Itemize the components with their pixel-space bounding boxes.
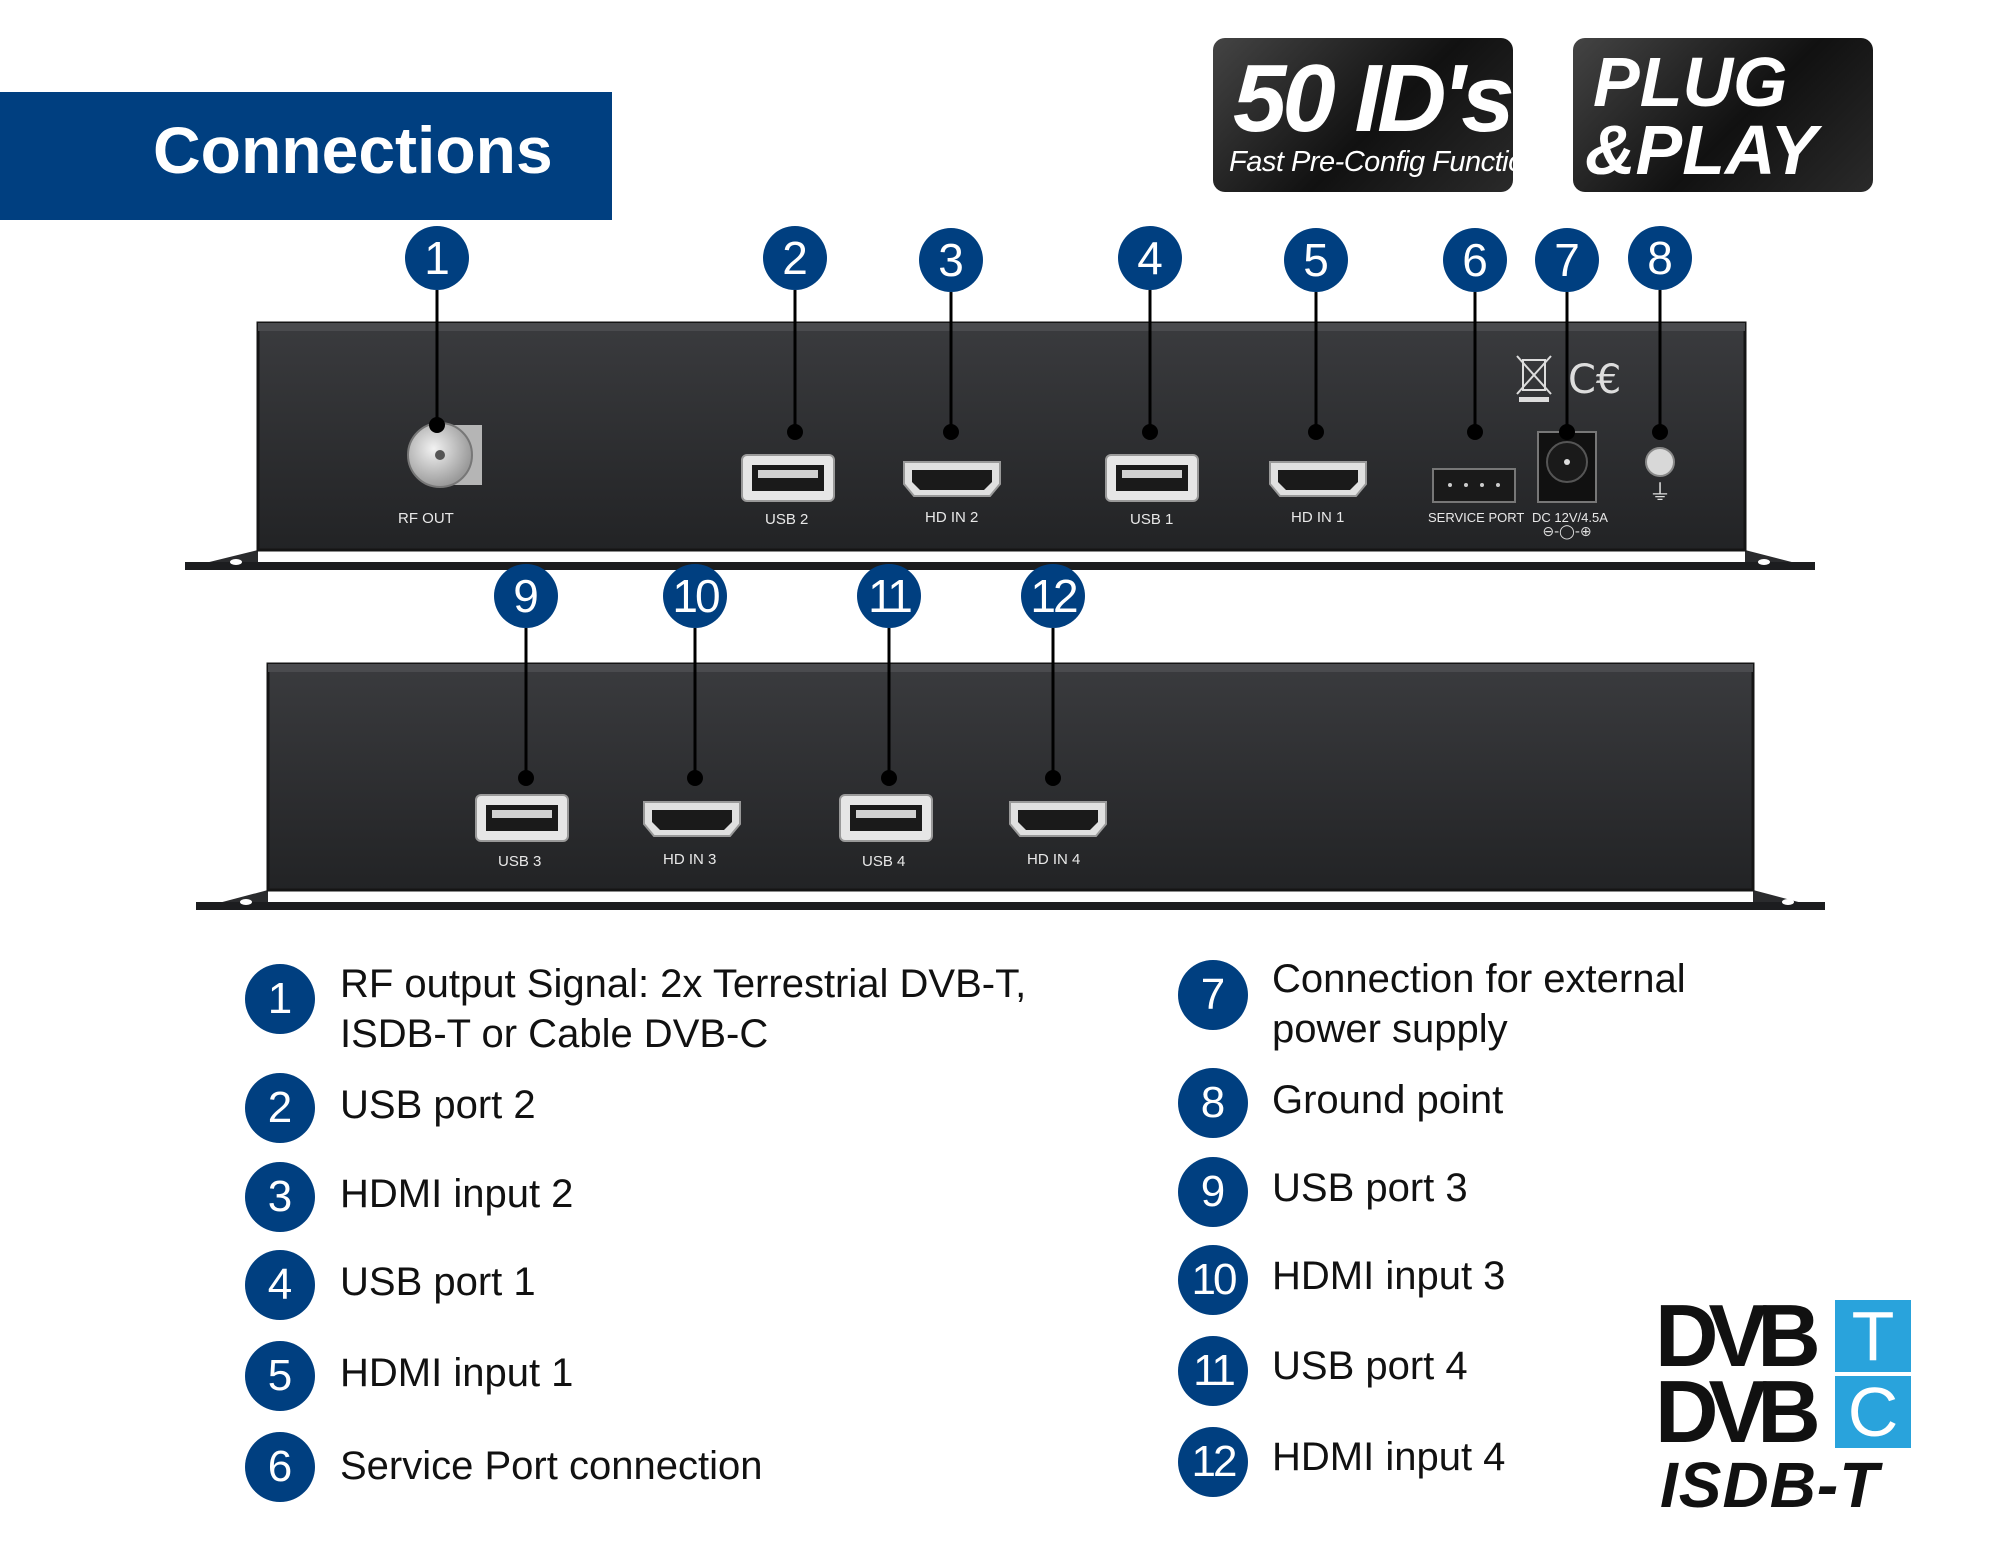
legend-text-7a: Connection for external bbox=[1272, 957, 1686, 1001]
legend-text-2: USB port 2 bbox=[340, 1083, 536, 1127]
ground-point: ⏚ bbox=[1645, 447, 1675, 506]
usb4-label: USB 4 bbox=[862, 853, 906, 870]
callout-10: 10 bbox=[663, 564, 727, 628]
plug-and-play-badge: PLUG &PLAY bbox=[1573, 38, 1873, 192]
plug-badge-line1: PLUG bbox=[1593, 43, 1788, 121]
hdmi-in2-port bbox=[903, 461, 1001, 497]
legend-num-3: 3 bbox=[245, 1162, 315, 1232]
usb1-port bbox=[1105, 454, 1199, 502]
svg-text:C€: C€ bbox=[1568, 357, 1621, 403]
device-diagram: ⊖-◯-⊕ ⏚ C€ bbox=[185, 290, 1825, 910]
legend-num-4: 4 bbox=[245, 1250, 315, 1320]
dvb-t-letter: T bbox=[1835, 1300, 1911, 1372]
usb2-label: USB 2 bbox=[765, 511, 809, 528]
svg-text:⏚: ⏚ bbox=[1649, 481, 1671, 506]
legend-num-7: 7 bbox=[1178, 960, 1248, 1030]
service-port-connector bbox=[1432, 468, 1516, 503]
isdb-t-logo: ISDB-T bbox=[1660, 1449, 1880, 1521]
legend-text-12: HDMI input 4 bbox=[1272, 1435, 1506, 1479]
ids-badge-sub: Fast Pre-Config Function bbox=[1229, 146, 1540, 178]
device-rear-bottom bbox=[196, 662, 1825, 910]
callout-3: 3 bbox=[919, 228, 983, 292]
usb1-label: USB 1 bbox=[1130, 511, 1174, 528]
rf-out-connector bbox=[407, 422, 482, 488]
legend-num-9: 9 bbox=[1178, 1157, 1248, 1227]
legend-text-11: USB port 4 bbox=[1272, 1344, 1468, 1388]
legend-text-1b: ISDB-T or Cable DVB-C bbox=[340, 1012, 769, 1056]
usb4-port bbox=[839, 794, 933, 842]
hdmi-in4-port bbox=[1009, 801, 1107, 837]
page-title: Connections bbox=[153, 113, 553, 187]
svg-text:⊖-◯-⊕: ⊖-◯-⊕ bbox=[1542, 524, 1591, 540]
dvb-c-word: DVB bbox=[1655, 1362, 1821, 1461]
service-port-label: SERVICE PORT bbox=[1428, 510, 1525, 525]
callout-5: 5 bbox=[1284, 228, 1348, 292]
leader-dots bbox=[429, 417, 1668, 786]
ids-badge-main: 50 ID's bbox=[1233, 45, 1515, 152]
callout-7: 7 bbox=[1535, 228, 1599, 292]
legend-text-8: Ground point bbox=[1272, 1078, 1504, 1122]
usb3-label: USB 3 bbox=[498, 853, 542, 870]
header-banner bbox=[0, 92, 612, 220]
usb3-port bbox=[475, 794, 569, 842]
legend-num-12: 12 bbox=[1178, 1427, 1248, 1497]
hdmi-in1-port bbox=[1269, 461, 1367, 497]
dc-label: DC 12V/4.5A bbox=[1532, 510, 1608, 525]
plug-badge-line2: &PLAY bbox=[1585, 111, 1818, 189]
callout-11: 11 bbox=[857, 564, 921, 628]
usb2-port bbox=[741, 454, 835, 502]
legend-num-2: 2 bbox=[245, 1073, 315, 1143]
legend-text-5: HDMI input 1 bbox=[340, 1351, 574, 1395]
dvb-c-letter: C bbox=[1835, 1376, 1911, 1448]
hd-in2-label: HD IN 2 bbox=[925, 509, 979, 526]
legend-num-5: 5 bbox=[245, 1341, 315, 1411]
hd-in4-label: HD IN 4 bbox=[1027, 851, 1081, 868]
ce-mark-icon: C€ bbox=[1568, 357, 1621, 403]
hd-in1-label: HD IN 1 bbox=[1291, 509, 1345, 526]
legend-num-6: 6 bbox=[245, 1432, 315, 1502]
dc-power-jack: ⊖-◯-⊕ bbox=[1537, 431, 1597, 540]
rf-out-label: RF OUT bbox=[398, 510, 454, 527]
device-rear-top bbox=[185, 321, 1815, 570]
legend-text-1a: RF output Signal: 2x Terrestrial DVB-T, bbox=[340, 962, 1027, 1006]
weee-bin-icon bbox=[1516, 355, 1552, 402]
legend-text-6: Service Port connection bbox=[340, 1444, 763, 1488]
callout-12: 12 bbox=[1021, 564, 1085, 628]
hdmi-in3-port bbox=[643, 801, 741, 837]
callout-4: 4 bbox=[1118, 226, 1182, 290]
legend-text-7b: power supply bbox=[1272, 1007, 1508, 1051]
callout-6: 6 bbox=[1443, 228, 1507, 292]
callout-8: 8 bbox=[1628, 226, 1692, 290]
legend-num-10: 10 bbox=[1178, 1245, 1248, 1315]
legend-num-8: 8 bbox=[1178, 1068, 1248, 1138]
callout-1: 1 bbox=[405, 226, 469, 290]
leader-lines bbox=[435, 290, 1662, 778]
legend-num-1: 1 bbox=[245, 964, 315, 1034]
legend-num-11: 11 bbox=[1178, 1336, 1248, 1406]
50-ids-badge: 50 ID's Fast Pre-Config Function bbox=[1213, 38, 1540, 192]
legend-text-10: HDMI input 3 bbox=[1272, 1254, 1506, 1298]
callout-2: 2 bbox=[763, 226, 827, 290]
hd-in3-label: HD IN 3 bbox=[663, 851, 717, 868]
legend-text-4: USB port 1 bbox=[340, 1260, 536, 1304]
legend-text-3: HDMI input 2 bbox=[340, 1172, 574, 1216]
dvb-t-word: DVB bbox=[1655, 1286, 1821, 1385]
callout-9: 9 bbox=[494, 564, 558, 628]
legend-text-9: USB port 3 bbox=[1272, 1166, 1468, 1210]
